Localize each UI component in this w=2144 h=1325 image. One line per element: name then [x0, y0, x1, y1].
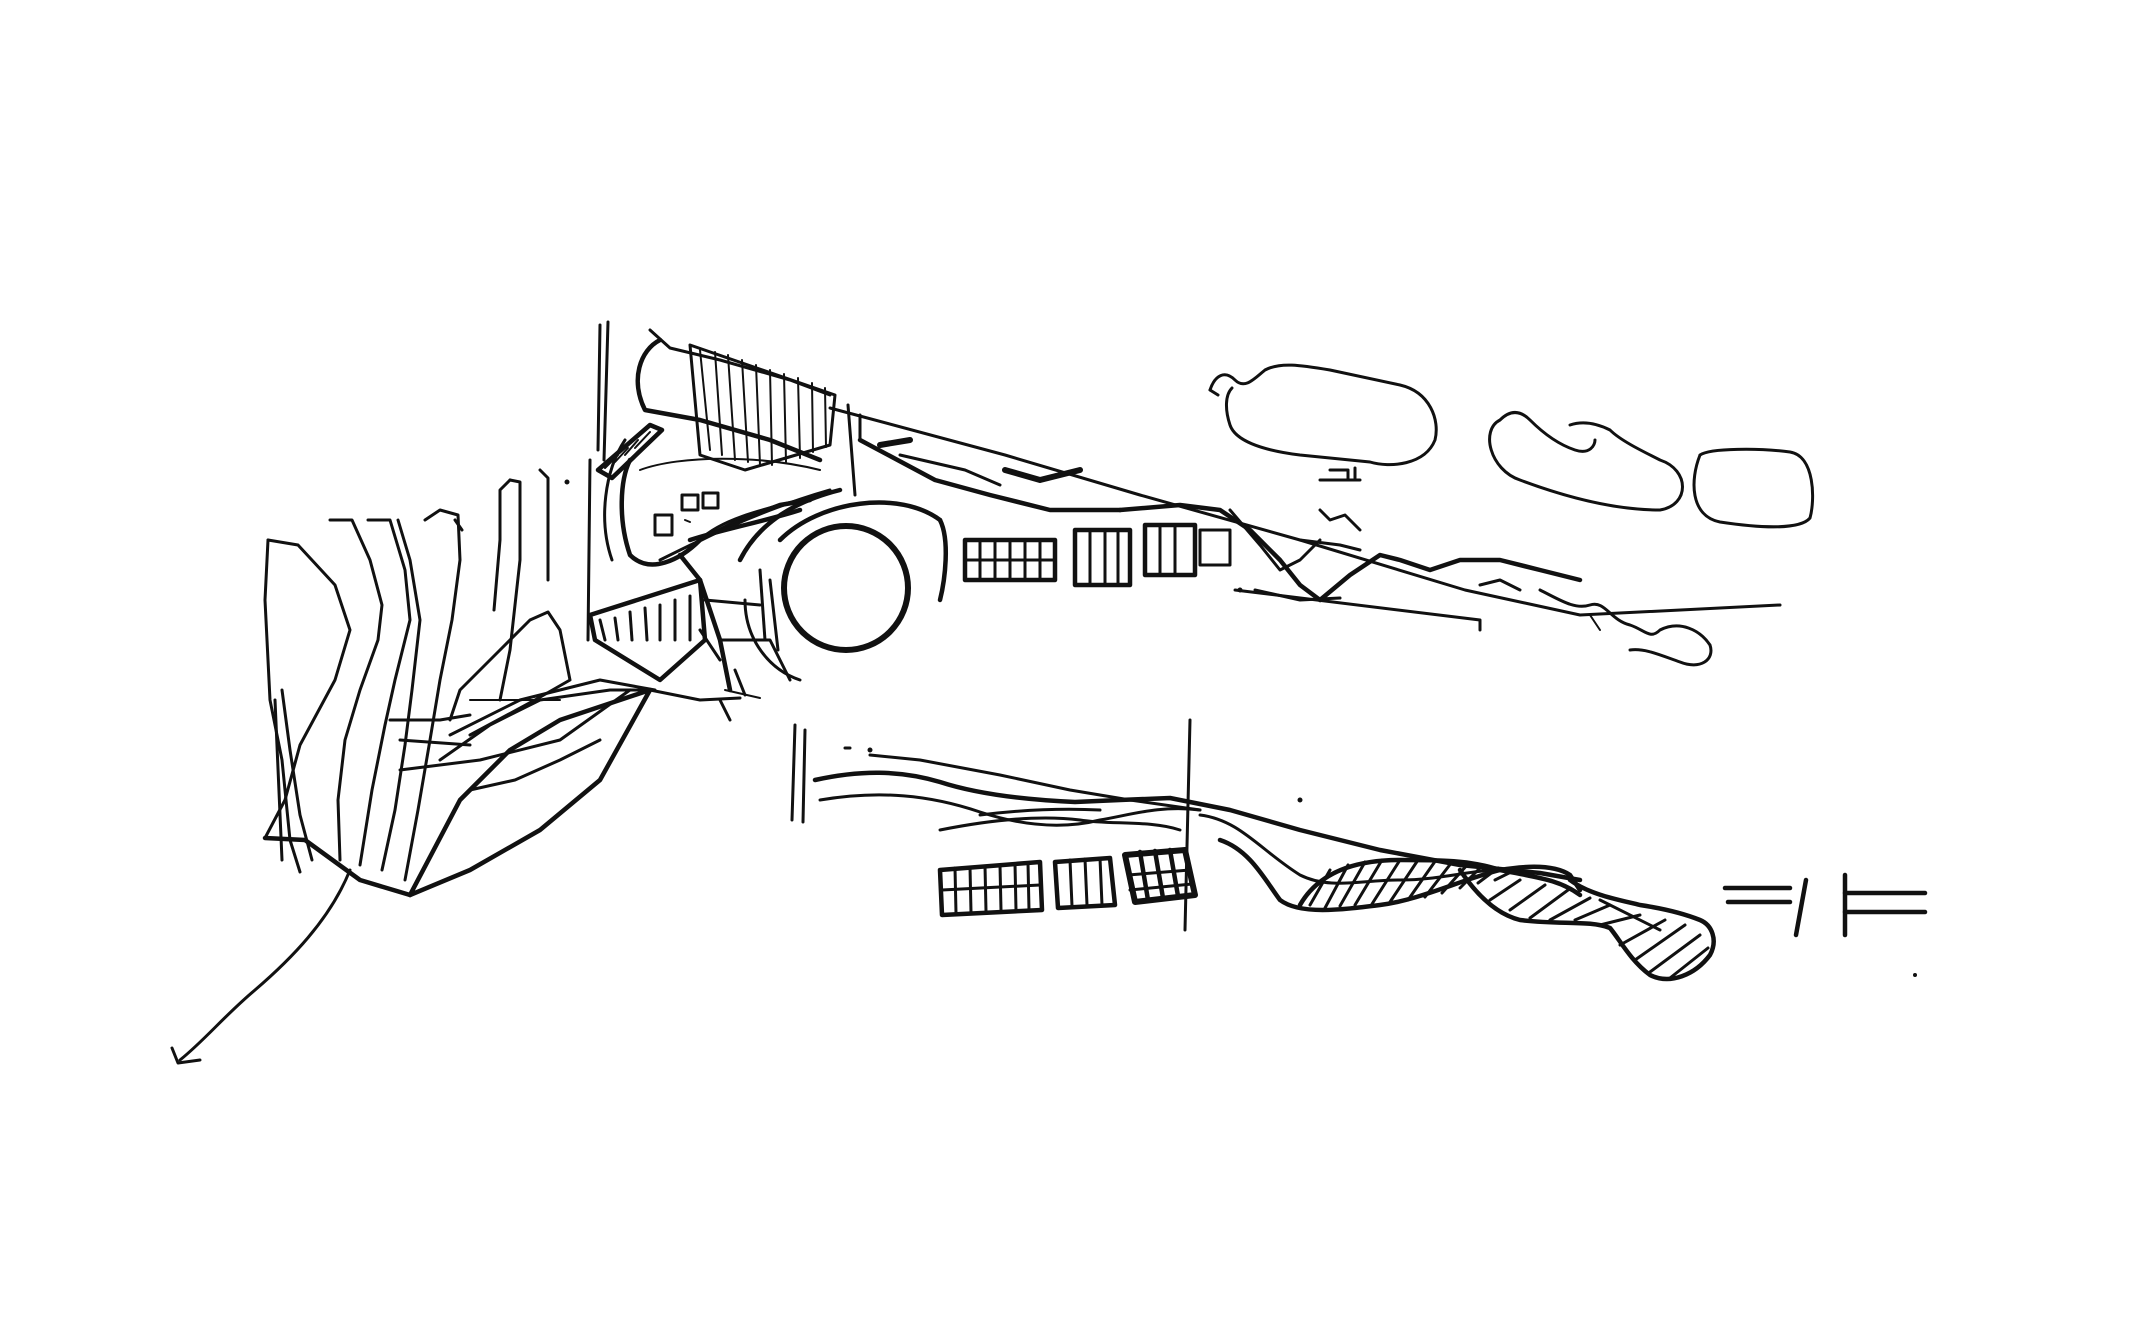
bracket-symbols [1722, 872, 1928, 938]
entry-block [587, 507, 803, 722]
hatched-terrain [1297, 857, 1716, 982]
left-fan-strips [262, 468, 550, 898]
lower-stalls [937, 847, 1198, 918]
angled-slab [388, 610, 657, 898]
ridge-line [1117, 466, 1583, 632]
direction-arrow [170, 868, 352, 1065]
lower-section [790, 718, 1583, 932]
cloud-shapes [1208, 363, 1815, 529]
upper-stalls [857, 437, 1232, 588]
ink-dots [564, 479, 1917, 977]
squiggle-right [1538, 588, 1713, 667]
upper-building-mass [586, 320, 1782, 642]
